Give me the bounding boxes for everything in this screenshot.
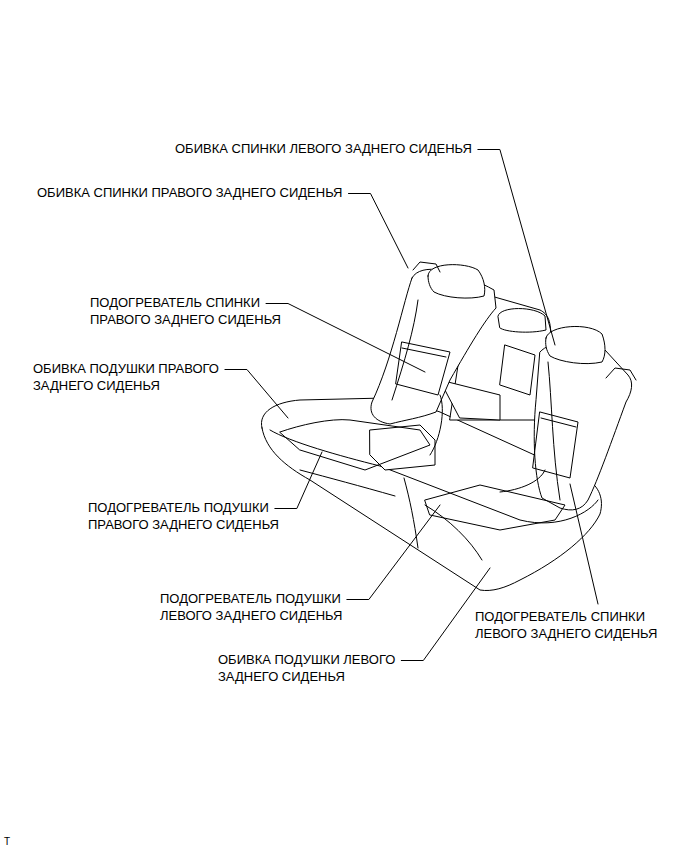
seatback-seam xyxy=(548,362,560,500)
figure-code: T xyxy=(4,836,10,848)
seatback-latch xyxy=(413,262,440,272)
armrest xyxy=(440,380,500,420)
cushion-heater xyxy=(425,485,565,530)
leader-line xyxy=(266,304,425,373)
seatback-latch xyxy=(606,368,636,380)
part-label: ПОДОГРЕВАТЕЛЬ СПИНКИ ПРАВОГО ЗАДНЕГО СИД… xyxy=(90,294,300,328)
pass-through xyxy=(500,345,535,395)
heater-strip xyxy=(402,348,446,357)
leader-line xyxy=(349,194,409,269)
leader-lines xyxy=(225,150,598,661)
seatback-heater xyxy=(396,342,450,395)
part-label: ПОДОГРЕВАТЕЛЬ ПОДУШКИ ЛЕВОГО ЗАДНЕГО СИД… xyxy=(160,590,375,624)
cushion-seam xyxy=(300,470,395,496)
leader-line xyxy=(275,452,322,509)
center-headrest xyxy=(498,309,546,333)
part-label: ОБИВКА ПОДУШКИ ПРАВОГО ЗАДНЕГО СИДЕНЬЯ xyxy=(33,360,238,394)
leader-line xyxy=(570,484,598,604)
part-label: ПОДОГРЕВАТЕЛЬ СПИНКИ ЛЕВОГО ЗАДНЕГО СИДЕ… xyxy=(475,608,680,642)
leader-line xyxy=(478,150,555,346)
leader-line xyxy=(347,505,440,600)
rear-seat xyxy=(261,262,636,591)
part-label: ПОДОГРЕВАТЕЛЬ ПОДУШКИ ПРАВОГО ЗАДНЕГО СИ… xyxy=(88,499,300,533)
heater-strip xyxy=(541,418,576,427)
seatback-heater xyxy=(533,412,578,478)
headrest xyxy=(428,265,485,298)
cushion-heater xyxy=(280,420,430,470)
part-label: ОБИВКА СПИНКИ ЛЕВОГО ЗАДНЕГО СИДЕНЬЯ xyxy=(175,140,472,157)
part-label: ОБИВКА ПОДУШКИ ЛЕВОГО ЗАДНЕГО СИДЕНЬЯ xyxy=(218,651,413,685)
part-label: ОБИВКА СПИНКИ ПРАВОГО ЗАДНЕГО СИДЕНЬЯ xyxy=(37,184,343,201)
heater-cable xyxy=(500,470,545,492)
leader-line xyxy=(225,370,288,419)
seat-flap xyxy=(370,425,435,470)
heater-cable xyxy=(430,395,442,455)
